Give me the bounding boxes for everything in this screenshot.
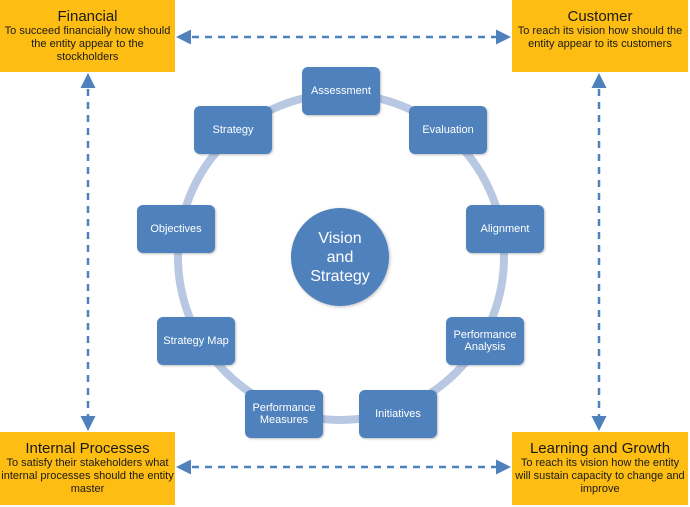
financial-box: Financial To succeed financially how sho… [0,0,175,72]
node-objectives: Objectives [137,205,215,253]
node-evaluation: Evaluation [409,106,487,154]
vision-strategy-hub: Vision and Strategy [291,208,389,306]
financial-title: Financial [57,8,118,25]
node-performance-analysis: Performance Analysis [446,317,524,365]
financial-desc: To succeed financially how should the en… [4,25,171,63]
node-initiatives: Initiatives [359,390,437,438]
customer-box: Customer To reach its vision how should … [512,0,688,72]
node-alignment: Alignment [466,205,544,253]
internal-processes-box: Internal Processes To satisfy their stak… [0,432,175,505]
customer-desc: To reach its vision how should the entit… [517,25,683,50]
learning-growth-box: Learning and Growth To reach its vision … [512,432,688,505]
node-strategy-map: Strategy Map [157,317,235,365]
vision-strategy-label: Vision and Strategy [310,229,370,285]
node-strategy: Strategy [194,106,272,154]
learning-growth-title: Learning and Growth [529,440,671,457]
learning-growth-desc: To reach its vision how the entity will … [515,457,685,495]
internal-processes-title: Internal Processes [25,440,150,457]
node-assessment: Assessment [302,67,380,115]
node-performance-measures: Performance Measures [245,390,323,438]
customer-title: Customer [567,8,633,25]
internal-processes-desc: To satisfy their stakeholders what inter… [1,457,174,495]
